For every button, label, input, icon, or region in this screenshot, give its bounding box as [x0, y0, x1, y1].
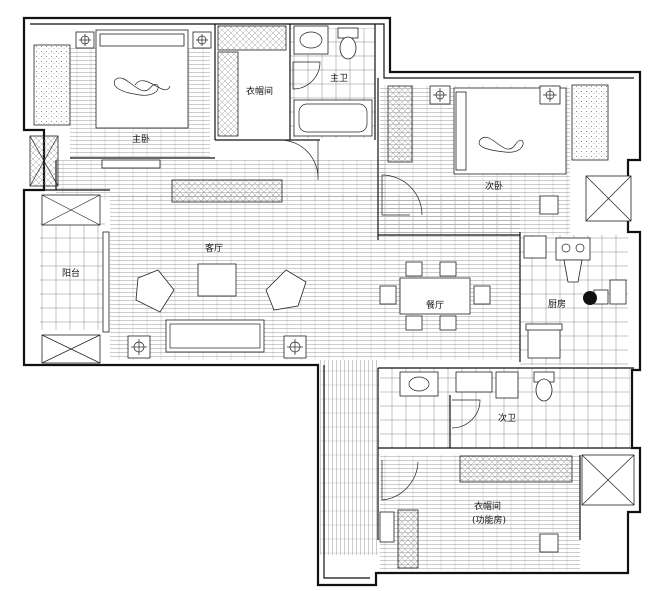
- label-living-room: 客厅: [205, 242, 223, 254]
- outer-walls: [22, 16, 642, 587]
- living-room-furniture: [127, 139, 319, 359]
- label-second-bath: 次卫: [498, 412, 516, 424]
- room-labels: 主卧 衣帽间 主卫 次卧 客厅 阳台 餐厅 厨房 次卫 衣帽间 (功能房): [62, 72, 566, 526]
- master-bath-fixtures: [292, 25, 373, 137]
- second-bedroom-furniture: [381, 85, 567, 216]
- label-master-bath: 主卫: [330, 72, 348, 84]
- dining-furniture: [379, 261, 491, 331]
- label-function-room: (功能房): [472, 514, 506, 526]
- second-bath-fixtures: [399, 371, 555, 429]
- right-planter: [571, 84, 635, 506]
- label-master-bedroom: 主卧: [132, 133, 150, 145]
- label-walkin-closet-2: 衣帽间: [474, 500, 501, 512]
- closet-1-furniture: [217, 25, 287, 137]
- left-planter: [29, 44, 71, 187]
- label-kitchen: 厨房: [548, 298, 566, 310]
- closet-2-furniture: [379, 455, 573, 569]
- kitchen-fixtures: [523, 235, 627, 359]
- balcony-fixtures: [41, 194, 110, 364]
- label-balcony: 阳台: [62, 267, 80, 279]
- label-walkin-closet-1: 衣帽间: [246, 85, 273, 97]
- label-dining-room: 餐厅: [426, 299, 444, 311]
- master-bedroom-furniture: [75, 29, 212, 169]
- label-second-bedroom: 次卧: [485, 180, 503, 192]
